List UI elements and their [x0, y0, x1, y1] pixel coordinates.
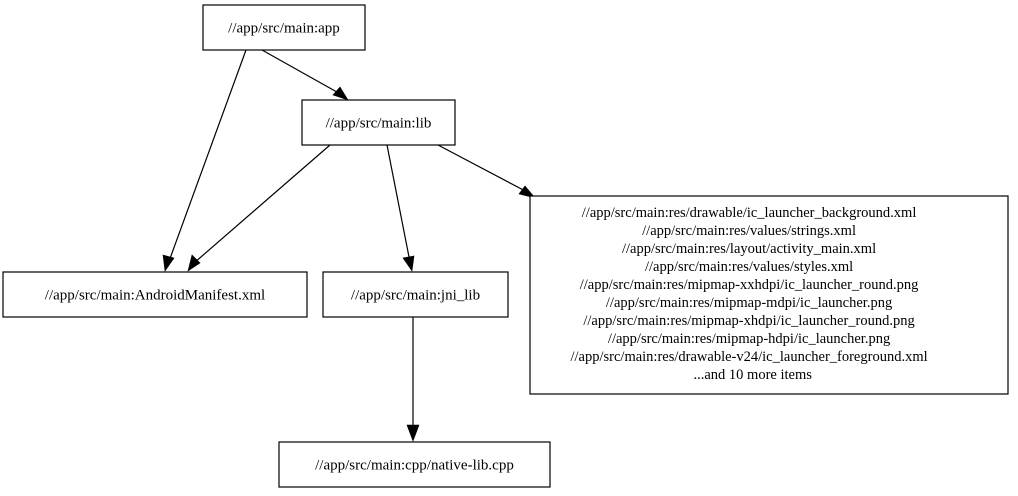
resources-line-10: ...and 10 more items [693, 367, 812, 383]
edge-line-lib-to-resources [437, 144, 530, 194]
resources-line-6: //app/src/main:res/mipmap-mdpi/ic_launch… [606, 295, 892, 311]
node-lib-label: //app/src/main:lib [326, 115, 432, 131]
arrowhead-lib-to-jni-lib [402, 255, 415, 272]
graph-nodes: //app/src/main:app //app/src/main:lib //… [2, 4, 1009, 488]
edge-app-to-lib [261, 49, 349, 101]
resources-line-3: //app/src/main:res/layout/activity_main.… [622, 241, 876, 257]
node-resources-label: //app/src/main:res/drawable/ic_launcher_… [570, 205, 967, 383]
node-lib-box[interactable] [301, 99, 456, 146]
node-resources-box[interactable] [529, 195, 1009, 395]
arrowhead-lib-to-manifest [187, 254, 201, 272]
edge-line-app-to-lib [261, 49, 345, 97]
resources-line-4: //app/src/main:res/values/styles.xml [645, 259, 853, 275]
node-resources[interactable]: //app/src/main:res/drawable/ic_launcher_… [529, 195, 1009, 395]
edge-jni-lib-to-native-lib [406, 317, 420, 442]
node-native-lib-box[interactable] [278, 441, 551, 488]
node-lib[interactable]: //app/src/main:lib [301, 99, 456, 146]
node-android-manifest-box[interactable] [2, 271, 308, 318]
edge-app-to-manifest [162, 49, 247, 272]
arrowhead-app-to-manifest [162, 254, 175, 272]
edge-lib-to-manifest [187, 144, 331, 272]
node-app-box[interactable] [202, 4, 366, 51]
node-native-lib-label: //app/src/main:cpp/native-lib.cpp [315, 457, 514, 473]
resources-line-9: //app/src/main:res/drawable-v24/ic_launc… [570, 349, 927, 365]
resources-line-8: //app/src/main:res/mipmap-hdpi/ic_launch… [608, 331, 890, 347]
arrowhead-lib-to-resources [518, 185, 536, 199]
node-android-manifest-label: //app/src/main:AndroidManifest.xml [45, 287, 265, 303]
edge-lib-to-jni-lib [386, 144, 415, 272]
resources-line-1: //app/src/main:res/drawable/ic_launcher_… [582, 205, 917, 221]
node-native-lib[interactable]: //app/src/main:cpp/native-lib.cpp [278, 441, 551, 488]
resources-line-2: //app/src/main:res/values/strings.xml [642, 223, 856, 239]
node-app-label: //app/src/main:app [228, 20, 340, 36]
edge-lib-to-resources [437, 144, 536, 199]
resources-line-7: //app/src/main:res/mipmap-xhdpi/ic_launc… [583, 313, 914, 329]
edge-line-lib-to-manifest [193, 144, 331, 264]
node-android-manifest[interactable]: //app/src/main:AndroidManifest.xml [2, 271, 308, 318]
arrowhead-jni-lib-to-native-lib [406, 424, 420, 442]
node-jni-lib-label: //app/src/main:jni_lib [351, 287, 480, 303]
graph-edges [162, 49, 536, 442]
resources-line-5: //app/src/main:res/mipmap-xxhdpi/ic_laun… [580, 277, 919, 293]
arrowhead-app-to-lib [332, 86, 349, 101]
edge-line-app-to-manifest [167, 49, 247, 265]
node-app[interactable]: //app/src/main:app [202, 4, 366, 51]
node-jni-lib[interactable]: //app/src/main:jni_lib [322, 271, 509, 318]
node-jni-lib-box[interactable] [322, 271, 509, 318]
edge-line-lib-to-jni-lib [386, 144, 411, 263]
